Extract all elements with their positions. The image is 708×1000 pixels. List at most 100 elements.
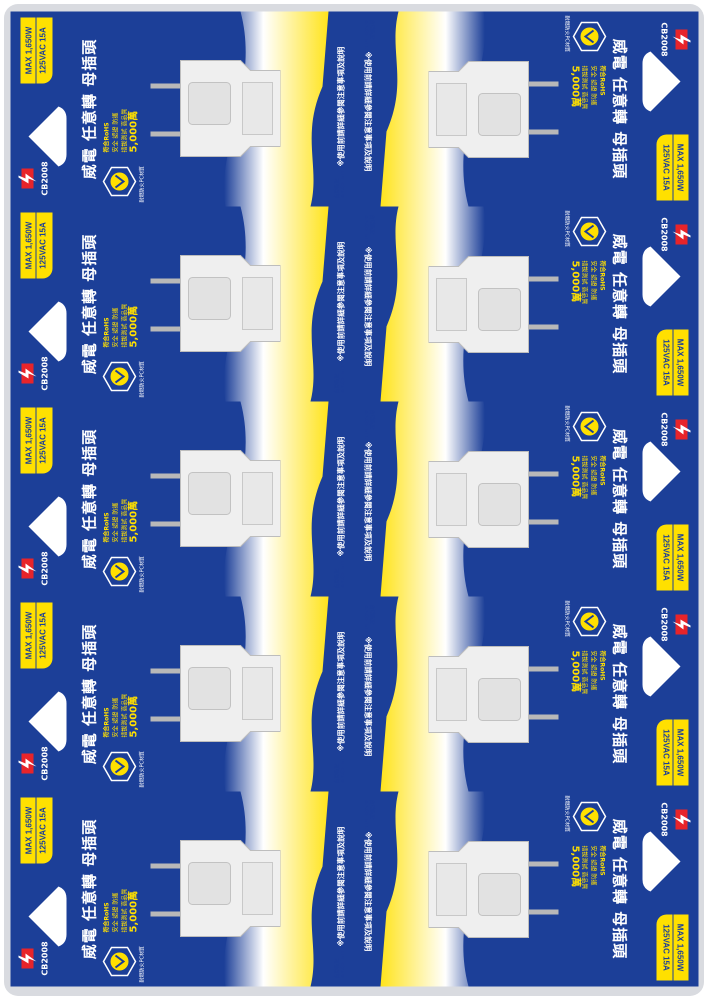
plug-product-image <box>428 646 558 743</box>
usage-notice: ※使用前請詳細參閱注意事項及說明 <box>336 241 345 362</box>
product-title: 威電 任意轉 母插頭 <box>610 623 628 765</box>
plug-product-image <box>150 840 280 937</box>
usage-notice: ※使用前請詳細參閱注意事項及說明 <box>363 831 372 952</box>
rating-power: MAX 1,650W <box>22 602 36 669</box>
rohs-label: 符合RoHS <box>103 122 110 153</box>
lightning-logo-icon <box>672 224 690 245</box>
rating-power: MAX 1,650W <box>672 524 686 591</box>
product-title: 威電 任意轉 母插頭 <box>610 233 628 375</box>
spec-list: 符合RoHS 安全 認證 防護 插拔測試 高品質 5,000萬 <box>569 650 606 784</box>
rating-current: 125VAC 15A <box>38 417 47 464</box>
usage-notice: ※使用前請詳細參閱注意事項及說明 <box>336 631 345 752</box>
usage-notice: ※使用前請詳細參閱注意事項及說明 <box>336 46 345 167</box>
rating-current: 125VAC 15A <box>38 612 47 659</box>
lightning-logo-icon <box>18 168 36 189</box>
cycle-count: 5,000萬 <box>569 65 580 108</box>
usage-notice: ※使用前請詳細參閱注意事項及說明 <box>363 441 372 562</box>
plug-product-image <box>428 841 558 938</box>
rohs-label: 符合RoHS <box>103 317 110 348</box>
product-card: MAX 1,650W 125VAC 15A CB2008 威電 任意轉 母插頭 … <box>354 206 698 402</box>
rating-current: 125VAC 15A <box>38 807 47 854</box>
cycle-count: 5,000萬 <box>569 650 580 693</box>
spec-line: 安全 認證 防護 <box>112 112 119 153</box>
spec-line: 安全 認證 防護 <box>112 502 119 543</box>
product-card: MAX 1,650W 125VAC 15A CB2008 威電 任意轉 母插頭 … <box>354 791 698 987</box>
usage-notice: ※使用前請詳細參閱注意事項及說明 <box>336 826 345 947</box>
lightning-logo-icon <box>18 558 36 579</box>
product-card: MAX 1,650W 125VAC 15A CB2008 威電 任意轉 母插頭 … <box>10 206 354 402</box>
material-label: 耐燃防火PC材質 <box>563 600 569 638</box>
rating-power: MAX 1,650W <box>22 212 36 279</box>
material-label: 耐燃防火PC材質 <box>563 210 569 248</box>
brand-logo: CB2008 <box>18 939 49 979</box>
rohs-label: 符合RoHS <box>103 512 110 543</box>
flame-retardant-badge-icon <box>102 361 136 392</box>
material-label: 耐燃防火PC材質 <box>139 165 145 203</box>
hang-hole <box>28 496 66 557</box>
flame-retardant-badge-icon <box>102 166 136 197</box>
usage-notice: ※使用前請詳細參閱注意事項及說明 <box>336 436 345 557</box>
product-card: MAX 1,650W 125VAC 15A CB2008 威電 任意轉 母插頭 … <box>10 596 354 792</box>
flame-retardant-badge-icon <box>572 21 606 52</box>
lightning-logo-icon <box>672 809 690 830</box>
lightning-logo-icon <box>18 948 36 969</box>
material-label: 耐燃防火PC材質 <box>563 15 569 53</box>
spec-line: 安全 認證 防護 <box>112 892 119 933</box>
brand-logo: CB2008 <box>659 605 690 645</box>
rating-current: 125VAC 15A <box>661 729 670 776</box>
hang-hole <box>28 301 66 362</box>
model-number: CB2008 <box>659 22 668 57</box>
usage-notice: ※使用前請詳細參閱注意事項及說明 <box>363 246 372 367</box>
spec-list: 符合RoHS 安全 認證 防護 插拔測試 高品質 5,000萬 <box>102 800 139 933</box>
rating-current: 125VAC 15A <box>661 924 670 971</box>
rohs-label: 符合RoHS <box>103 902 110 933</box>
rating-power: MAX 1,650W <box>672 719 686 786</box>
rating-current: 125VAC 15A <box>38 222 47 269</box>
rating-label: MAX 1,650W 125VAC 15A <box>20 212 52 279</box>
hang-hole <box>642 831 680 892</box>
rohs-label: 符合RoHS <box>598 455 605 486</box>
product-title: 威電 任意轉 母插頭 <box>80 38 98 180</box>
product-card: MAX 1,650W 125VAC 15A CB2008 威電 任意轉 母插頭 … <box>354 596 698 792</box>
flame-retardant-badge-icon <box>572 606 606 637</box>
cycle-count: 5,000萬 <box>128 500 139 543</box>
material-label: 耐燃防火PC材質 <box>139 360 145 398</box>
lightning-logo-icon <box>672 614 690 635</box>
spec-line: 安全 認證 防護 <box>112 697 119 738</box>
rating-label: MAX 1,650W 125VAC 15A <box>656 524 688 591</box>
spec-list: 符合RoHS 安全 認證 防護 插拔測試 高品質 5,000萬 <box>569 65 606 199</box>
brand-logo: CB2008 <box>659 410 690 450</box>
plug-product-image <box>150 255 280 352</box>
rating-power: MAX 1,650W <box>22 797 36 864</box>
model-number: CB2008 <box>40 746 49 781</box>
model-number: CB2008 <box>659 802 668 837</box>
product-title: 威電 任意轉 母插頭 <box>610 818 628 960</box>
rating-current: 125VAC 15A <box>661 339 670 386</box>
spec-line: 安全 認證 防護 <box>589 455 596 496</box>
spec-line: 安全 認證 防護 <box>589 260 596 301</box>
cycle-count: 5,000萬 <box>569 455 580 498</box>
lightning-logo-icon <box>18 363 36 384</box>
cycle-count: 5,000萬 <box>128 110 139 153</box>
product-title: 威電 任意轉 母插頭 <box>610 38 628 180</box>
brand-logo: CB2008 <box>659 800 690 840</box>
rating-label: MAX 1,650W 125VAC 15A <box>656 914 688 981</box>
plug-product-image <box>150 450 280 547</box>
hang-hole <box>28 886 66 947</box>
brand-logo: CB2008 <box>18 744 49 784</box>
material-label: 耐燃防火PC材質 <box>139 750 145 788</box>
model-number: CB2008 <box>40 161 49 196</box>
product-card: MAX 1,650W 125VAC 15A CB2008 威電 任意轉 母插頭 … <box>10 791 354 987</box>
cycle-count: 5,000萬 <box>569 260 580 303</box>
material-label: 耐燃防火PC材質 <box>563 795 569 833</box>
product-card: MAX 1,650W 125VAC 15A CB2008 威電 任意轉 母插頭 … <box>10 11 354 207</box>
rating-current: 125VAC 15A <box>661 534 670 581</box>
spec-line: 安全 認證 防護 <box>589 845 596 886</box>
flame-retardant-badge-icon <box>572 216 606 247</box>
brand-logo: CB2008 <box>18 549 49 589</box>
plug-product-image <box>150 60 280 157</box>
brand-logo: CB2008 <box>659 215 690 255</box>
rohs-label: 符合RoHS <box>598 65 605 96</box>
rating-label: MAX 1,650W 125VAC 15A <box>656 719 688 786</box>
lightning-logo-icon <box>672 419 690 440</box>
